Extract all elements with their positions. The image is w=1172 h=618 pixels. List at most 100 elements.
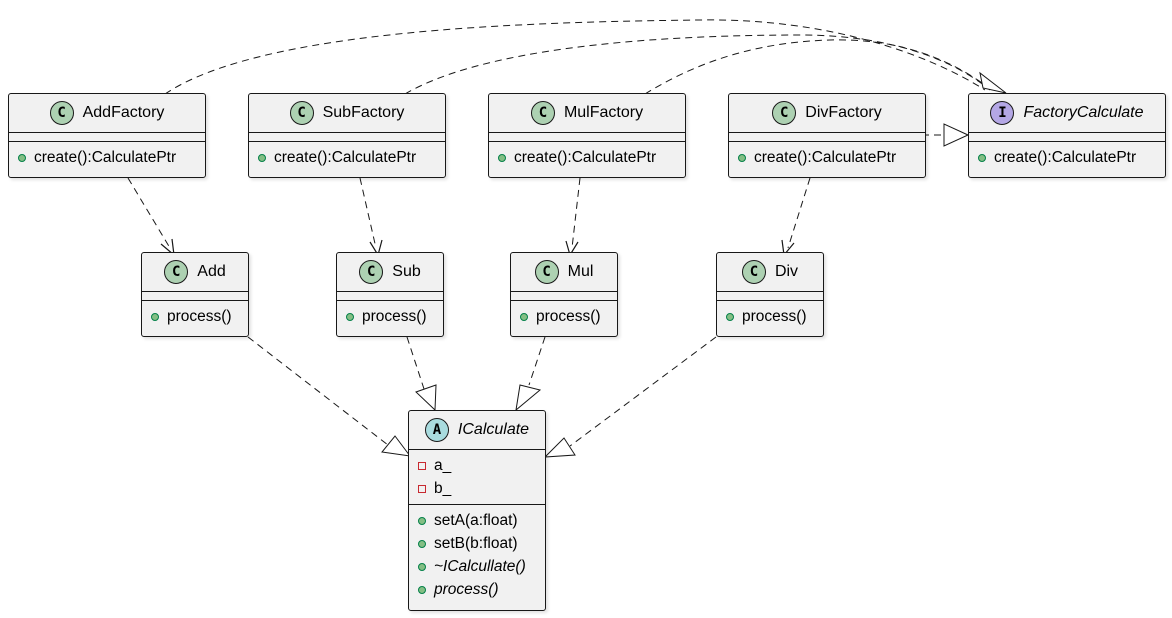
class-fields — [489, 133, 685, 142]
edge-mulfactory-mul — [571, 177, 581, 249]
method-row: process() — [717, 305, 823, 328]
class-methods: create():CalculatePtr — [489, 142, 685, 174]
edge-addfactory-add — [127, 177, 171, 249]
realization-arrowhead — [381, 435, 412, 457]
method-row: process() — [337, 305, 443, 328]
class-c-icon: C — [772, 101, 797, 125]
class-c-icon: C — [289, 101, 314, 125]
public-visibility-icon — [18, 153, 26, 162]
interface-i-icon: I — [990, 101, 1015, 125]
field-row: b_ — [409, 477, 545, 500]
class-methods: process() — [142, 301, 248, 333]
private-visibility-icon — [418, 461, 426, 470]
class-fields — [337, 292, 443, 301]
class-header: C MulFactory — [489, 94, 685, 133]
class-c-icon: C — [534, 260, 559, 284]
class-c-icon: C — [164, 260, 189, 284]
public-visibility-icon — [726, 312, 734, 321]
edge-add-icalculate — [247, 336, 389, 446]
public-visibility-icon — [418, 562, 426, 571]
class-methods: process() — [337, 301, 443, 333]
class-sub[interactable]: C Sub process() — [336, 252, 444, 337]
public-visibility-icon — [520, 312, 528, 321]
class-methods: create():CalculatePtr — [969, 142, 1165, 174]
class-methods: setA(a:float) setB(b:float) ~ICalcullate… — [409, 505, 545, 606]
public-visibility-icon — [418, 516, 426, 525]
class-fields — [249, 133, 445, 142]
class-name: DivFactory — [805, 104, 882, 121]
class-name: SubFactory — [322, 104, 405, 121]
method-row: process() — [409, 578, 545, 601]
abstract-a-icon: A — [424, 418, 449, 442]
field-text: b_ — [434, 479, 452, 497]
class-c-icon: C — [530, 101, 555, 125]
method-row: setA(a:float) — [409, 509, 545, 532]
class-add[interactable]: C Add process() — [141, 252, 249, 337]
method-text: process() — [536, 307, 601, 325]
edge-div-icalculate — [569, 336, 717, 447]
field-row: a_ — [409, 454, 545, 477]
class-header: A ICalculate — [409, 411, 545, 450]
edge-subfactory-factorycalculate — [404, 34, 991, 95]
realization-arrowhead — [515, 384, 542, 412]
method-row: setB(b:float) — [409, 532, 545, 555]
class-c-icon: C — [359, 260, 384, 284]
class-header: C Add — [142, 253, 248, 292]
class-header: I FactoryCalculate — [969, 94, 1165, 133]
class-methods: create():CalculatePtr — [9, 142, 205, 174]
class-fields — [969, 133, 1165, 142]
abstract-class-icalculate[interactable]: A ICalculate a_ b_ setA(a:float) setB(b:… — [408, 410, 546, 611]
method-text: setA(a:float) — [434, 511, 518, 529]
public-visibility-icon — [498, 153, 506, 162]
class-header: C Mul — [511, 253, 617, 292]
realization-arrowhead — [543, 437, 576, 458]
class-mul[interactable]: C Mul process() — [510, 252, 618, 337]
method-row: process() — [142, 305, 248, 328]
field-text: a_ — [434, 456, 452, 474]
public-visibility-icon — [151, 312, 159, 321]
class-mul-factory[interactable]: C MulFactory create():CalculatePtr — [488, 93, 686, 178]
method-text: ~ICalcullate() — [434, 557, 526, 575]
method-row: create():CalculatePtr — [729, 146, 925, 169]
interface-factory-calculate[interactable]: I FactoryCalculate create():CalculatePtr — [968, 93, 1166, 178]
class-fields — [9, 133, 205, 142]
class-fields — [729, 133, 925, 142]
class-div-factory[interactable]: C DivFactory create():CalculatePtr — [728, 93, 926, 178]
class-name: AddFactory — [82, 104, 165, 121]
class-name: Add — [197, 263, 226, 280]
edge-subfactory-sub — [359, 177, 377, 249]
class-header: C Div — [717, 253, 823, 292]
class-header: C DivFactory — [729, 94, 925, 133]
class-methods: process() — [717, 301, 823, 333]
method-text: process() — [742, 307, 807, 325]
method-row: ~ICalcullate() — [409, 555, 545, 578]
edge-addfactory-factorycalculate — [164, 19, 986, 95]
private-visibility-icon — [418, 484, 426, 493]
class-c-icon: C — [741, 260, 766, 284]
edge-mulfactory-factorycalculate — [644, 39, 986, 95]
method-text: setB(b:float) — [434, 534, 518, 552]
class-fields — [142, 292, 248, 301]
method-text: create():CalculatePtr — [274, 148, 417, 166]
method-text: create():CalculatePtr — [34, 148, 177, 166]
class-sub-factory[interactable]: C SubFactory create():CalculatePtr — [248, 93, 446, 178]
method-text: create():CalculatePtr — [994, 148, 1137, 166]
class-name: FactoryCalculate — [1023, 104, 1144, 121]
class-name: Sub — [392, 263, 421, 280]
public-visibility-icon — [418, 585, 426, 594]
public-visibility-icon — [346, 312, 354, 321]
class-methods: create():CalculatePtr — [729, 142, 925, 174]
method-text: process() — [167, 307, 232, 325]
realization-arrowhead — [979, 71, 1007, 94]
method-row: create():CalculatePtr — [969, 146, 1165, 169]
class-div[interactable]: C Div process() — [716, 252, 824, 337]
method-row: create():CalculatePtr — [489, 146, 685, 169]
class-c-icon: C — [49, 101, 74, 125]
method-text: process() — [434, 580, 499, 598]
class-add-factory[interactable]: C AddFactory create():CalculatePtr — [8, 93, 206, 178]
method-row: process() — [511, 305, 617, 328]
public-visibility-icon — [418, 539, 426, 548]
class-name: Mul — [567, 263, 594, 280]
method-row: create():CalculatePtr — [9, 146, 205, 169]
edge-mul-icalculate — [528, 336, 546, 386]
